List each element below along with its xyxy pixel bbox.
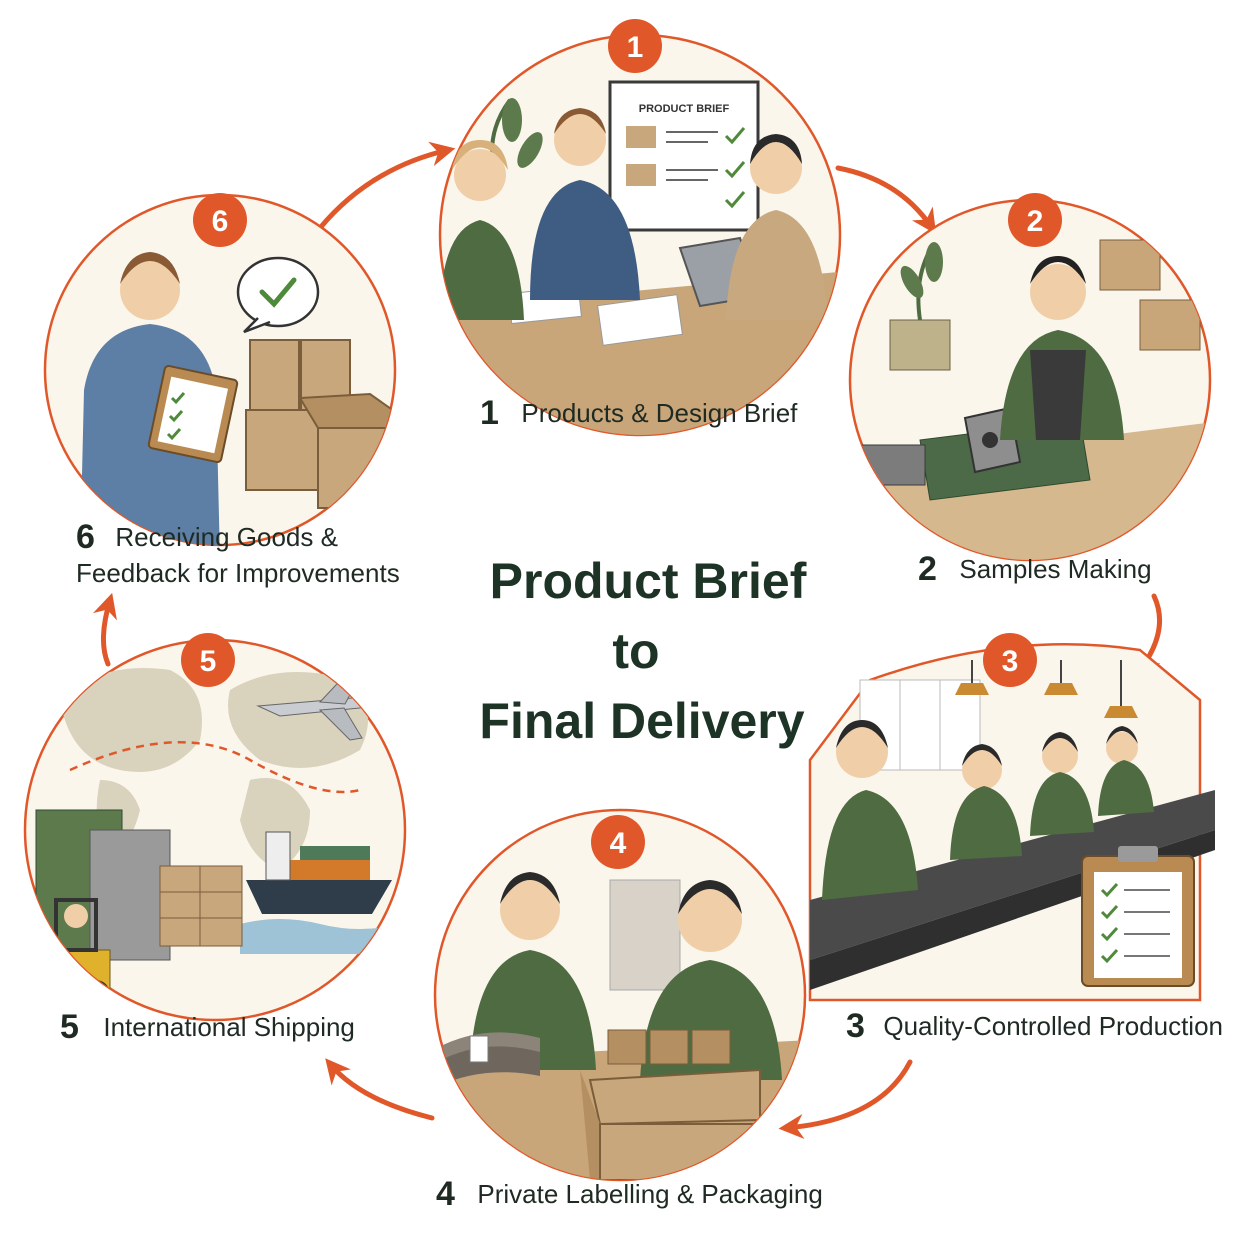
step-1-caption: 1 Products & Design Brief [480,394,798,432]
step-3-number: 3 [846,1007,865,1045]
step-6-illustration [43,193,397,547]
step-1-number: 1 [480,394,499,432]
step-3-badge-number: 3 [1002,645,1019,678]
board-title: PRODUCT BRIEF [639,103,730,115]
step-2-caption: 2 Samples Making [918,550,1152,588]
step-2-label: Samples Making [959,554,1151,584]
step-1-badge [608,19,662,73]
step-6-label-line2: Feedback for Improvements [76,558,400,588]
arrow-6-to-1 [317,141,456,231]
arrow-5-to-6 [93,592,117,667]
step-5-badge-number: 5 [200,645,217,678]
step-1-badge-number: 1 [627,31,644,64]
step-6-caption-line1: 6 Receiving Goods & [76,518,338,556]
step-3-illustration [808,643,1215,1002]
diagram-title-line3: Final Delivery [479,693,804,749]
step-6-number: 6 [76,518,95,556]
step-2-illustration [848,198,1212,562]
diagram-title-line2: to [612,623,659,679]
step-5-number: 5 [60,1008,79,1046]
step-4-badge-number: 4 [610,827,627,860]
step-3-label: Quality-Controlled Production [883,1011,1223,1041]
step-1-label: Products & Design Brief [521,398,798,428]
step-6-badge-number: 6 [212,205,229,238]
step-4-label: Private Labelling & Packaging [477,1179,822,1209]
diagram-title-line1: Product Brief [490,553,807,609]
step-2-number: 2 [918,550,937,588]
arrow-4-to-5 [325,1058,435,1121]
step-5-label: International Shipping [103,1012,355,1042]
step-5-badge [181,633,235,687]
step-2-badge-number: 2 [1027,205,1044,238]
step-2-badge [1008,193,1062,247]
step-4-caption: 4 Private Labelling & Packaging [436,1175,823,1213]
step-3-caption: 3 Quality-Controlled Production [846,1007,1223,1045]
arrow-1-to-2 [835,165,937,235]
step-1-illustration: PRODUCT BRIEF [438,33,842,437]
step-6-label-line1: Receiving Goods & [115,522,338,552]
step-3-badge [983,633,1037,687]
arrow-3-to-4 [778,1059,913,1139]
cycle-arrows [93,141,1162,1139]
step-5-illustration [23,638,407,1022]
step-5-caption: 5 International Shipping [60,1008,355,1046]
step-4-badge [591,815,645,869]
step-6-badge [193,193,247,247]
step-4-number: 4 [436,1175,455,1213]
